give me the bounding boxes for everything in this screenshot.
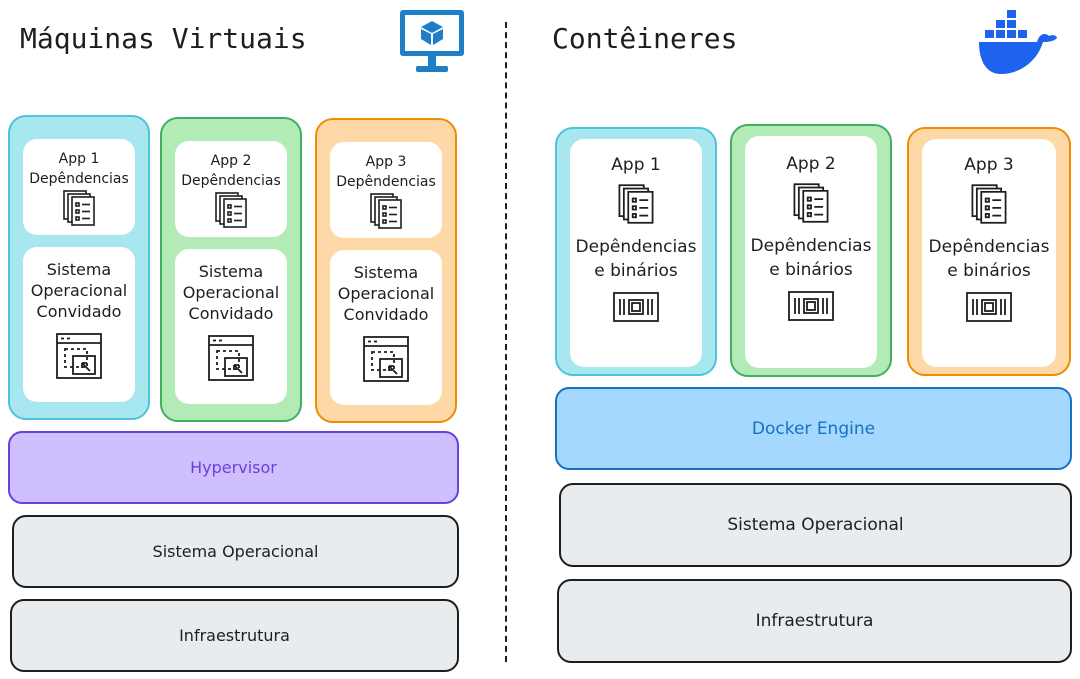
container-infra-layer: Infraestrutura [557, 579, 1072, 663]
guest-os-line: Convidado [188, 304, 274, 323]
container-host-os-label: Sistema Operacional [727, 515, 904, 535]
hypervisor-layer: Hypervisor [8, 431, 459, 504]
guest-os-line: Operacional [182, 283, 280, 302]
container-infra-label: Infraestrutura [755, 611, 874, 631]
container-column-3: App 3 Depêndencias e binários [907, 127, 1071, 376]
container-column-1: App 1 Depêndencias e binários [555, 127, 717, 376]
monitor-cube-icon [400, 10, 464, 72]
container-deps-line: Depêndencias [575, 237, 697, 257]
container-app-label: App 1 [611, 155, 661, 175]
container-app-label: App 3 [964, 155, 1014, 175]
guest-os-line: Sistema [46, 260, 112, 279]
guest-os-line: Convidado [343, 305, 429, 324]
container-column-2: App 2 Depêndencias e binários [730, 124, 892, 377]
vm-app-label: App 1 [58, 151, 100, 167]
document-stack-icon [793, 183, 829, 223]
vm-column-1: App 1 Depêndencias Sistema Operacional C… [8, 115, 150, 420]
document-stack-icon [370, 193, 402, 229]
vm-column-3: App 3 Depêndencias Sistema Operacional C… [315, 118, 457, 423]
container-host-os-layer: Sistema Operacional [559, 483, 1072, 567]
vm-app-box-1: App 1 Depêndencias [23, 139, 135, 235]
container-deps-line: Depêndencias [750, 236, 872, 256]
document-stack-icon [215, 192, 247, 228]
vm-app-box-2: App 2 Depêndencias [175, 141, 287, 237]
container-box-1: App 1 Depêndencias e binários [570, 139, 702, 367]
docker-engine-label: Docker Engine [751, 418, 876, 439]
chip-icon [613, 292, 659, 322]
container-box-3: App 3 Depêndencias e binários [922, 139, 1056, 367]
vm-guest-os-box-2: Sistema Operacional Convidado [175, 249, 287, 404]
vm-deps-label: Depêndencias [336, 174, 436, 190]
vm-app-label: App 2 [210, 153, 252, 169]
window-cursor-icon [363, 336, 409, 382]
guest-os-line: Sistema [198, 262, 264, 281]
guest-os-line: Sistema [353, 263, 419, 282]
vm-guest-os-box-3: Sistema Operacional Convidado [330, 250, 442, 405]
section-divider [505, 22, 507, 662]
container-deps-line: Depêndencias [928, 237, 1050, 257]
container-deps-line: e binários [594, 261, 678, 281]
container-app-label: App 2 [786, 154, 836, 174]
vm-infra-layer: Infraestrutura [10, 599, 459, 672]
document-stack-icon [63, 190, 95, 226]
guest-os-line: Convidado [36, 302, 122, 321]
docker-whale-icon [979, 10, 1057, 74]
docker-engine-layer: Docker Engine [555, 387, 1072, 470]
document-stack-icon [971, 184, 1007, 224]
vm-deps-label: Depêndencias [181, 173, 281, 189]
container-box-2: App 2 Depêndencias e binários [745, 136, 877, 368]
document-stack-icon [618, 184, 654, 224]
chip-icon [788, 291, 834, 321]
hypervisor-label: Hypervisor [190, 458, 277, 477]
guest-os-line: Operacional [337, 284, 435, 303]
vm-deps-label: Depêndencias [29, 171, 129, 187]
vm-host-os-label: Sistema Operacional [152, 542, 319, 561]
vm-app-label: App 3 [365, 154, 407, 170]
container-deps-line: e binários [769, 260, 853, 280]
window-cursor-icon [208, 335, 254, 381]
vm-title: Máquinas Virtuais [20, 22, 307, 55]
vm-host-os-layer: Sistema Operacional [12, 515, 459, 588]
vm-guest-os-box-1: Sistema Operacional Convidado [23, 247, 135, 402]
container-deps-line: e binários [947, 261, 1031, 281]
vm-app-box-3: App 3 Depêndencias [330, 142, 442, 238]
containers-title: Contêineres [552, 22, 738, 55]
guest-os-line: Operacional [30, 281, 128, 300]
vm-infra-label: Infraestrutura [179, 626, 290, 645]
vm-column-2: App 2 Depêndencias Sistema Operacional C… [160, 117, 302, 422]
chip-icon [966, 292, 1012, 322]
window-cursor-icon [56, 333, 102, 379]
